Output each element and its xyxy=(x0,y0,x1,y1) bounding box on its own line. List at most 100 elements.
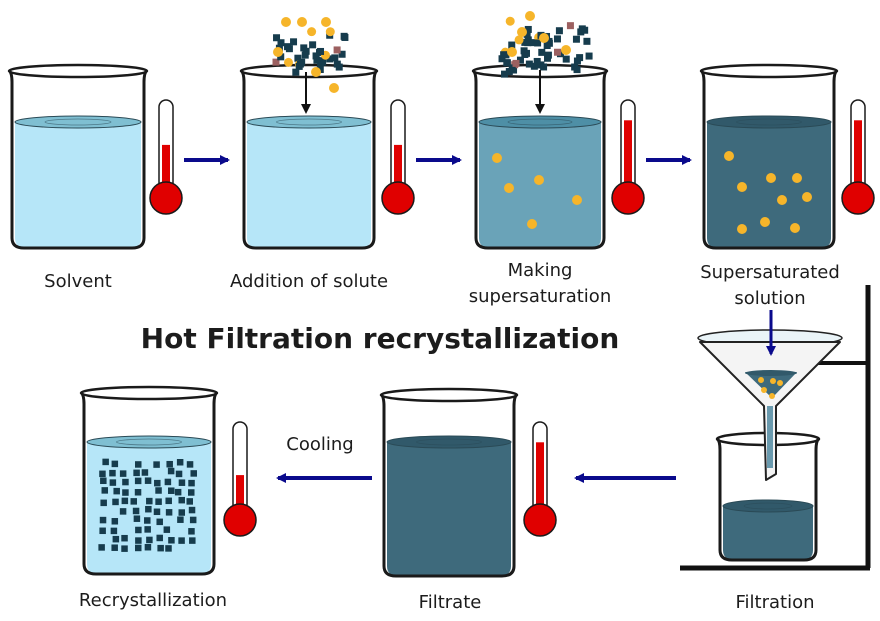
recrystallized-crystal xyxy=(165,545,172,552)
supersat-dissolved-dot xyxy=(792,173,802,183)
recrystallized-crystal xyxy=(165,509,173,516)
recrystallized-crystal xyxy=(189,537,196,544)
beaker-solvent xyxy=(7,63,149,250)
recrystallized-crystal xyxy=(100,477,107,485)
beaker-water xyxy=(723,506,813,560)
recrystallized-crystal xyxy=(121,545,128,552)
recrystallized-crystal xyxy=(146,497,153,505)
label-addition: Addition of solute xyxy=(229,271,389,292)
funnel-stem-liquid xyxy=(767,406,773,468)
beaker-water-surface xyxy=(478,115,602,129)
recrystallized-crystal xyxy=(133,469,140,477)
beaker-rim xyxy=(379,387,519,403)
beaker-water xyxy=(387,442,511,576)
recrystallized-crystal xyxy=(133,515,141,522)
recrystallized-crystal xyxy=(112,498,119,506)
thermometer-making xyxy=(611,99,645,215)
recrystallized-crystal xyxy=(187,489,195,496)
recrystallized-crystal xyxy=(155,498,162,505)
label-cooling: Cooling xyxy=(286,434,354,455)
label-solvent: Solvent xyxy=(44,271,112,292)
thermometer-bulb xyxy=(223,503,257,537)
recrystallized-crystal xyxy=(144,543,152,551)
making-solute-crystal xyxy=(522,49,530,57)
beaker-surface-ripple xyxy=(736,118,802,126)
addition-solute-crystal xyxy=(313,56,321,64)
beaker-water-surface xyxy=(706,115,832,129)
recrystallized-crystal xyxy=(99,527,106,535)
addition-solute-crystal xyxy=(295,62,303,70)
beaker-water xyxy=(479,122,601,248)
thermometer-mercury xyxy=(536,442,544,512)
beaker-making xyxy=(471,63,609,250)
recrystallized-crystal xyxy=(134,544,142,552)
making-solute-crystal xyxy=(533,57,541,65)
beaker-surface-ripple xyxy=(276,118,342,126)
addition-dot xyxy=(297,17,307,27)
recrystallized-crystal xyxy=(188,479,195,487)
funnel-solute-dot xyxy=(777,380,783,386)
making-dissolved-dot xyxy=(534,175,544,185)
addition-dot xyxy=(281,17,291,27)
addition-dot xyxy=(273,47,283,57)
making-solute-crystal xyxy=(524,25,532,33)
making-solute-crystal xyxy=(555,27,563,35)
addition-solute-crystal xyxy=(335,63,343,71)
recrystallized-crystal xyxy=(134,489,142,496)
beaker-icon xyxy=(471,68,609,250)
supersat-dissolved-dot xyxy=(760,217,770,227)
making-dot xyxy=(561,45,571,55)
recrystallized-crystal xyxy=(111,518,119,525)
making-dissolved-dot xyxy=(527,219,537,229)
making-solute-crystal xyxy=(529,39,537,47)
recrystallized-crystal xyxy=(109,469,116,477)
making-dot xyxy=(525,11,535,21)
beaker-water xyxy=(707,122,831,248)
recrystallized-crystal xyxy=(176,459,184,466)
recrystallized-crystal xyxy=(145,505,152,513)
recrystallized-crystal xyxy=(166,460,173,468)
beaker-rim xyxy=(7,63,149,79)
recrystallized-crystal xyxy=(122,478,129,486)
beaker-water xyxy=(247,122,371,248)
recrystallized-crystal xyxy=(190,470,197,477)
recrystallized-crystal xyxy=(165,497,172,505)
addition-solute-crystal xyxy=(277,53,285,61)
recrystallized-crystal xyxy=(188,528,195,535)
thermometer-bulb xyxy=(523,503,557,537)
beaker-water xyxy=(15,122,141,248)
thermometer-neck xyxy=(236,508,244,516)
making-solute-crystal xyxy=(581,26,589,34)
beaker-rim xyxy=(239,63,379,79)
making-solute-crystal xyxy=(538,48,546,56)
recrystallized-crystal xyxy=(163,526,171,533)
thermometer-neck xyxy=(536,508,544,516)
making-solute-red xyxy=(554,48,562,56)
thermometer-neck xyxy=(624,186,632,194)
making-solute-crystal xyxy=(562,55,570,63)
beaker-surface-ripple xyxy=(44,118,112,126)
recrystallized-crystal xyxy=(111,544,118,551)
beaker-water-surface xyxy=(386,435,512,449)
funnel-solute-dot xyxy=(761,387,767,393)
making-dissolved-dot xyxy=(492,153,502,163)
thermometer-mercury xyxy=(854,120,862,190)
beaker-surface-ripple xyxy=(116,438,182,446)
addition-solute-crystal xyxy=(338,50,346,58)
making-solute-crystal xyxy=(508,64,516,72)
recrystallized-crystal xyxy=(101,487,109,494)
recrystallized-crystal xyxy=(157,544,164,552)
label-supersat-1: Supersaturated xyxy=(700,262,840,283)
making-dissolved-dot xyxy=(504,183,514,193)
addition-solute-crystal xyxy=(292,68,300,76)
beaker-icon xyxy=(715,436,821,562)
beaker-water-surface xyxy=(86,435,212,449)
making-solute-crystal xyxy=(585,52,593,60)
thermometer-bulb xyxy=(381,181,415,215)
supersat-dissolved-dot xyxy=(724,151,734,161)
thermometer-supersaturated xyxy=(841,99,875,215)
recrystallized-crystal xyxy=(144,526,151,533)
funnel-solute-dot xyxy=(758,377,764,383)
beaker-rim xyxy=(699,63,839,79)
